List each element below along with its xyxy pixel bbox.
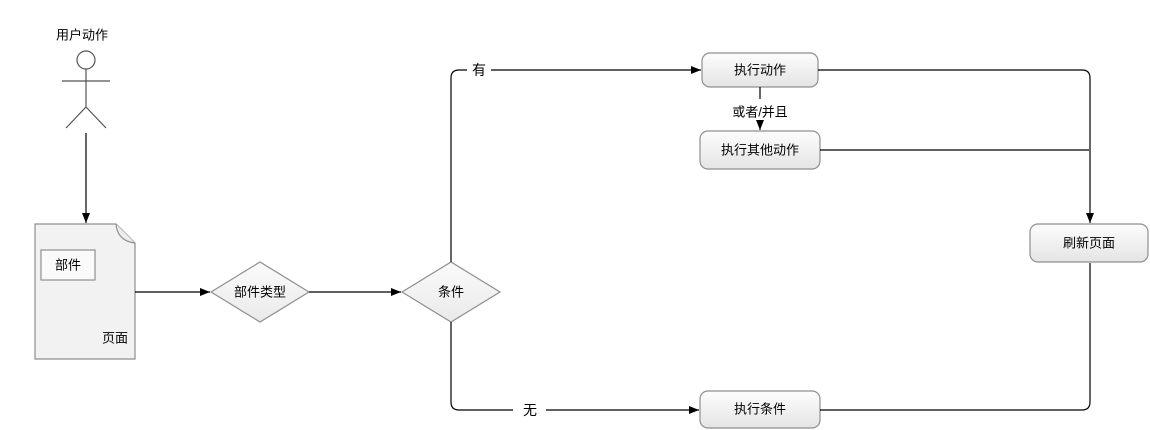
actor-node: 用户动作 bbox=[56, 28, 110, 129]
component-label: 部件 bbox=[55, 258, 81, 273]
component-box bbox=[40, 249, 96, 281]
execute-action-label: 执行动作 bbox=[734, 63, 786, 78]
actor-head-icon bbox=[76, 50, 96, 70]
refresh-page-box bbox=[1029, 223, 1149, 263]
edge-labels: 有 无 或者/并且 bbox=[472, 62, 788, 418]
execute-condition-node: 执行条件 bbox=[699, 390, 821, 429]
refresh-page-label: 刷新页面 bbox=[1063, 236, 1115, 251]
actor-label: 用户动作 bbox=[56, 28, 108, 43]
page-node: 部件 页面 bbox=[34, 223, 136, 360]
edge-execute-action-to-refresh-page bbox=[818, 69, 1094, 223]
execute-action-node: 执行动作 bbox=[701, 52, 819, 88]
component-type-decision: 部件类型 bbox=[209, 261, 311, 323]
edge-label-or-and: 或者/并且 bbox=[732, 105, 788, 120]
edge-condition-no-segment-1 bbox=[450, 322, 513, 411]
edge-execute-condition-to-refresh-page bbox=[820, 263, 1091, 411]
execute-other-action-node: 执行其他动作 bbox=[699, 130, 821, 170]
edge-condition-yes-segment-1 bbox=[450, 69, 467, 262]
component-type-label: 部件类型 bbox=[234, 285, 286, 300]
execute-condition-label: 执行条件 bbox=[734, 402, 786, 417]
refresh-page-node: 刷新页面 bbox=[1029, 223, 1149, 263]
page-document-fold-icon bbox=[115, 223, 136, 244]
page-label: 页面 bbox=[102, 331, 128, 346]
edges bbox=[82, 66, 1094, 414]
edge-label-no: 无 bbox=[523, 402, 537, 418]
actor-legs-icon bbox=[65, 106, 107, 129]
condition-diamond bbox=[400, 261, 502, 323]
condition-label: 条件 bbox=[438, 285, 464, 300]
execute-other-action-label: 执行其他动作 bbox=[721, 143, 799, 158]
condition-decision: 条件 bbox=[400, 261, 502, 323]
edge-label-yes: 有 bbox=[472, 62, 486, 78]
